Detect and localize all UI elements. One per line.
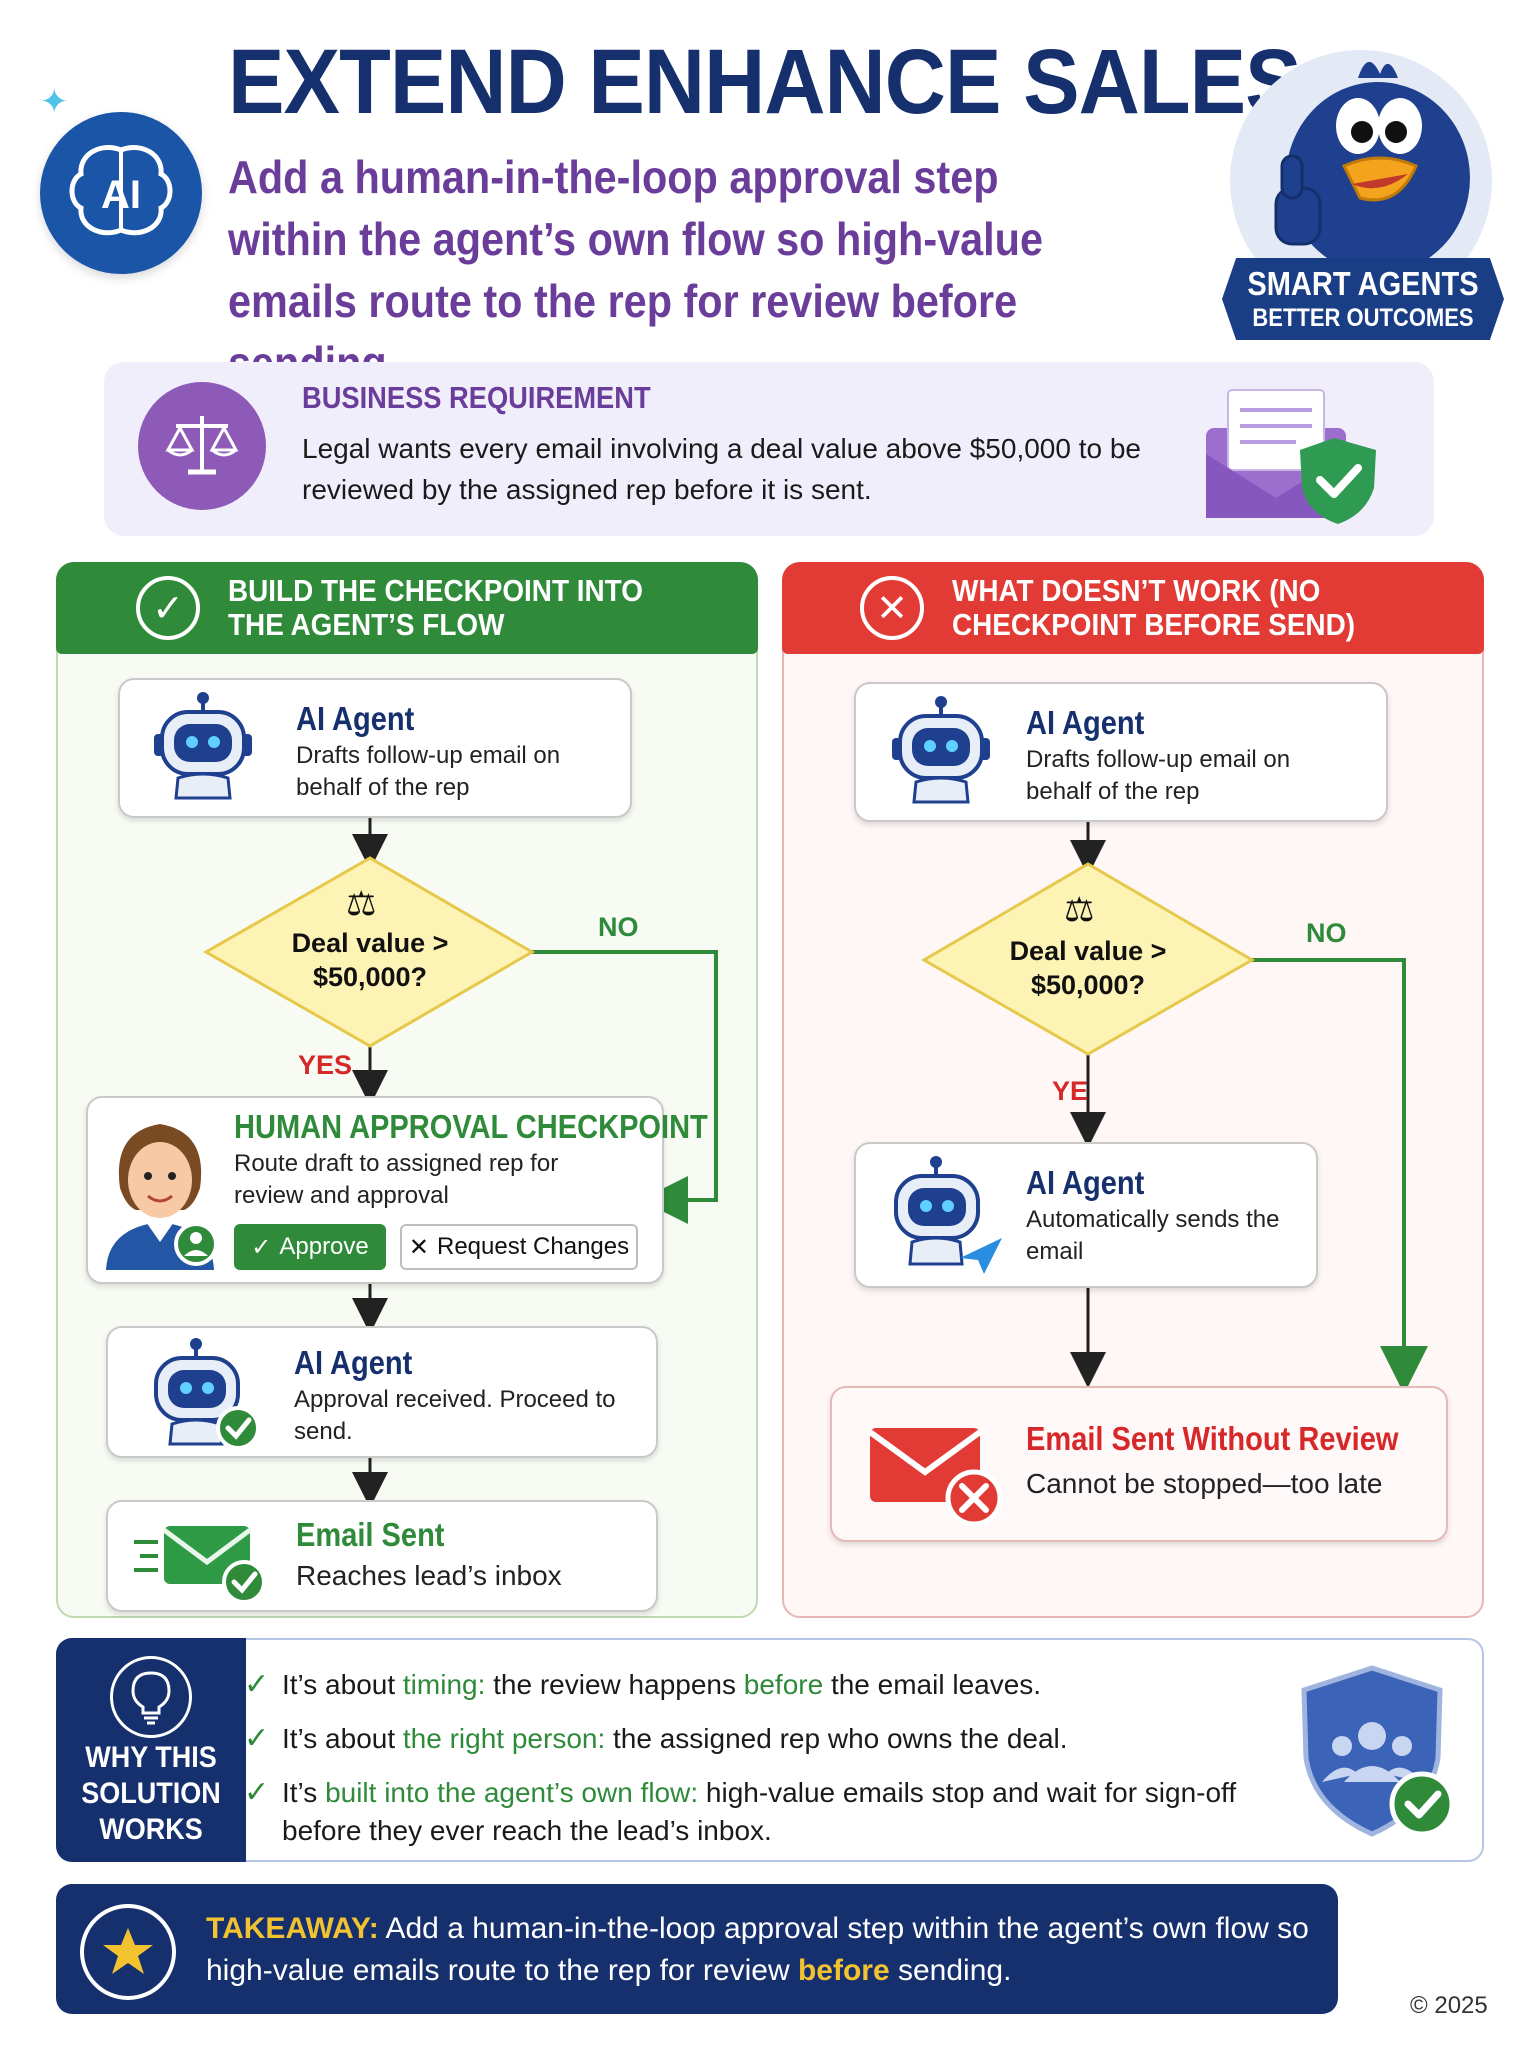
takeaway-box bbox=[56, 1884, 1338, 2014]
right-agent1-text: Drafts follow-up email on behalf of the … bbox=[1026, 746, 1291, 805]
x-circle-icon: ✕ bbox=[860, 576, 924, 640]
email-sent-title: Email Sent bbox=[296, 1516, 445, 1553]
takeaway-text: TAKEAWAY: Add a human-in-the-loop approv… bbox=[206, 1908, 1316, 1992]
left-no-label: NO bbox=[598, 912, 639, 942]
check-circle-icon: ✓ bbox=[136, 576, 200, 640]
left-decision-diamond bbox=[202, 856, 535, 1048]
left-agent1-text: Drafts follow-up email on behalf of the … bbox=[296, 742, 561, 801]
why-box bbox=[56, 1638, 1484, 1862]
copyright: © 2025 bbox=[1410, 1992, 1488, 2019]
brain-ai-icon: AI bbox=[40, 112, 202, 274]
left-agent2-title: AI Agent bbox=[294, 1344, 413, 1381]
requirement-text: Legal wants every email involving a deal… bbox=[302, 433, 1142, 505]
banner-line-1: SMART AGENTS bbox=[1247, 265, 1479, 302]
requirement-heading: BUSINESS REQUIREMENT bbox=[302, 380, 651, 415]
sent-without-review-title: Email Sent Without Review bbox=[1026, 1420, 1399, 1457]
x-icon: ✕ bbox=[408, 1233, 429, 1261]
envelope-x-icon bbox=[868, 1428, 1003, 1527]
right-no-label: NO bbox=[1306, 918, 1347, 948]
right-agent2-title: AI Agent bbox=[1026, 1164, 1145, 1201]
scales-icon: ⚖ bbox=[346, 885, 377, 923]
checkpoint-title: HUMAN APPROVAL CHECKPOINT bbox=[234, 1108, 708, 1145]
why-item3-pre: It’s bbox=[282, 1777, 326, 1808]
sent-without-review-text: Cannot be stopped—too late bbox=[1026, 1468, 1383, 1499]
check-icon: ✓ bbox=[244, 1668, 270, 1701]
right-diamond-text: Deal value > $50,000? bbox=[1009, 936, 1167, 1000]
scales-icon bbox=[138, 382, 266, 510]
approve-button[interactable]: ✓ Approve bbox=[234, 1224, 386, 1270]
why-item3-highlight: built into the agent’s own flow: bbox=[325, 1777, 699, 1808]
right-agent1-title: AI Agent bbox=[1026, 704, 1145, 741]
robot-icon bbox=[154, 692, 252, 800]
why-item1-highlight2: before bbox=[743, 1669, 824, 1700]
why-item1-post: the email leaves. bbox=[823, 1669, 1042, 1700]
takeaway-label: TAKEAWAY: bbox=[206, 1912, 379, 1945]
why-item1-highlight: timing: bbox=[402, 1669, 486, 1700]
shield-users-icon bbox=[1301, 1665, 1455, 1837]
star-icon bbox=[80, 1904, 176, 2000]
why-item-1: ✓ It’s about timing: the review happens … bbox=[244, 1666, 1242, 1704]
request-changes-label: Request Changes bbox=[436, 1233, 630, 1260]
checkpoint-text: Route draft to assigned rep for review a… bbox=[234, 1150, 559, 1209]
why-item2-highlight: the right person: bbox=[402, 1723, 606, 1754]
left-agent2-text: Approval received. Proceed to send. bbox=[294, 1386, 616, 1445]
robot-check-icon bbox=[154, 1338, 260, 1450]
right-panel-title: WHAT DOESN’T WORK (NO CHECKPOINT BEFORE … bbox=[952, 573, 1356, 642]
takeaway-text-pre: Add a human-in-the-loop approval step wi… bbox=[206, 1912, 1309, 1987]
scales-icon: ⚖ bbox=[1064, 891, 1095, 929]
left-agent1-title: AI Agent bbox=[296, 700, 415, 737]
mascot-banner: SMART AGENTS BETTER OUTCOMES bbox=[1222, 258, 1504, 340]
why-item2-post: the assigned rep who owns the deal. bbox=[605, 1723, 1068, 1754]
svg-text:AI: AI bbox=[101, 173, 141, 217]
left-diamond-text: Deal value > $50,000? bbox=[291, 928, 449, 992]
why-item-3: ✓ It’s built into the agent’s own flow: … bbox=[244, 1774, 1242, 1850]
takeaway-highlight: before bbox=[797, 1954, 890, 1987]
why-item1-mid: the review happens bbox=[485, 1669, 744, 1700]
takeaway-text-post: sending. bbox=[889, 1954, 1012, 1987]
page-title: EXTEND ENHANCE SALES bbox=[228, 31, 1302, 133]
left-yes-label: YES bbox=[298, 1050, 353, 1080]
right-agent2-text: Automatically sends the email bbox=[1026, 1206, 1280, 1265]
person-icon bbox=[106, 1124, 218, 1270]
why-title: WHY THIS SOLUTION WORKS bbox=[81, 1741, 221, 1846]
right-yes-label: YE bbox=[1052, 1076, 1089, 1106]
why-item3-post: high-value emails stop and wait for sign… bbox=[282, 1777, 1237, 1846]
envelope-check-icon bbox=[134, 1526, 266, 1604]
left-panel-title: BUILD THE CHECKPOINT INTO THE AGENT’S FL… bbox=[228, 573, 643, 642]
sparkle-icon: ✦ bbox=[40, 83, 69, 121]
bird-mascot-icon bbox=[1274, 61, 1470, 274]
check-icon: ✓ bbox=[244, 1776, 270, 1809]
check-icon: ✓ bbox=[244, 1722, 270, 1755]
why-item-2: ✓ It’s about the right person: the assig… bbox=[244, 1720, 1242, 1758]
robot-icon bbox=[892, 696, 990, 804]
right-decision-diamond bbox=[921, 862, 1255, 1056]
banner-line-2: BETTER OUTCOMES bbox=[1252, 304, 1474, 332]
request-changes-button[interactable]: ✕ Request Changes bbox=[400, 1224, 638, 1270]
why-item2-pre: It’s about bbox=[282, 1723, 403, 1754]
why-item1-pre: It’s about bbox=[282, 1669, 403, 1700]
check-icon: ✓ bbox=[251, 1233, 272, 1261]
envelope-shield-icon bbox=[1206, 389, 1376, 524]
robot-send-icon bbox=[894, 1156, 1002, 1274]
email-sent-text: Reaches lead’s inbox bbox=[296, 1560, 562, 1591]
approve-label: Approve bbox=[279, 1233, 369, 1260]
lightbulb-icon bbox=[110, 1656, 192, 1738]
